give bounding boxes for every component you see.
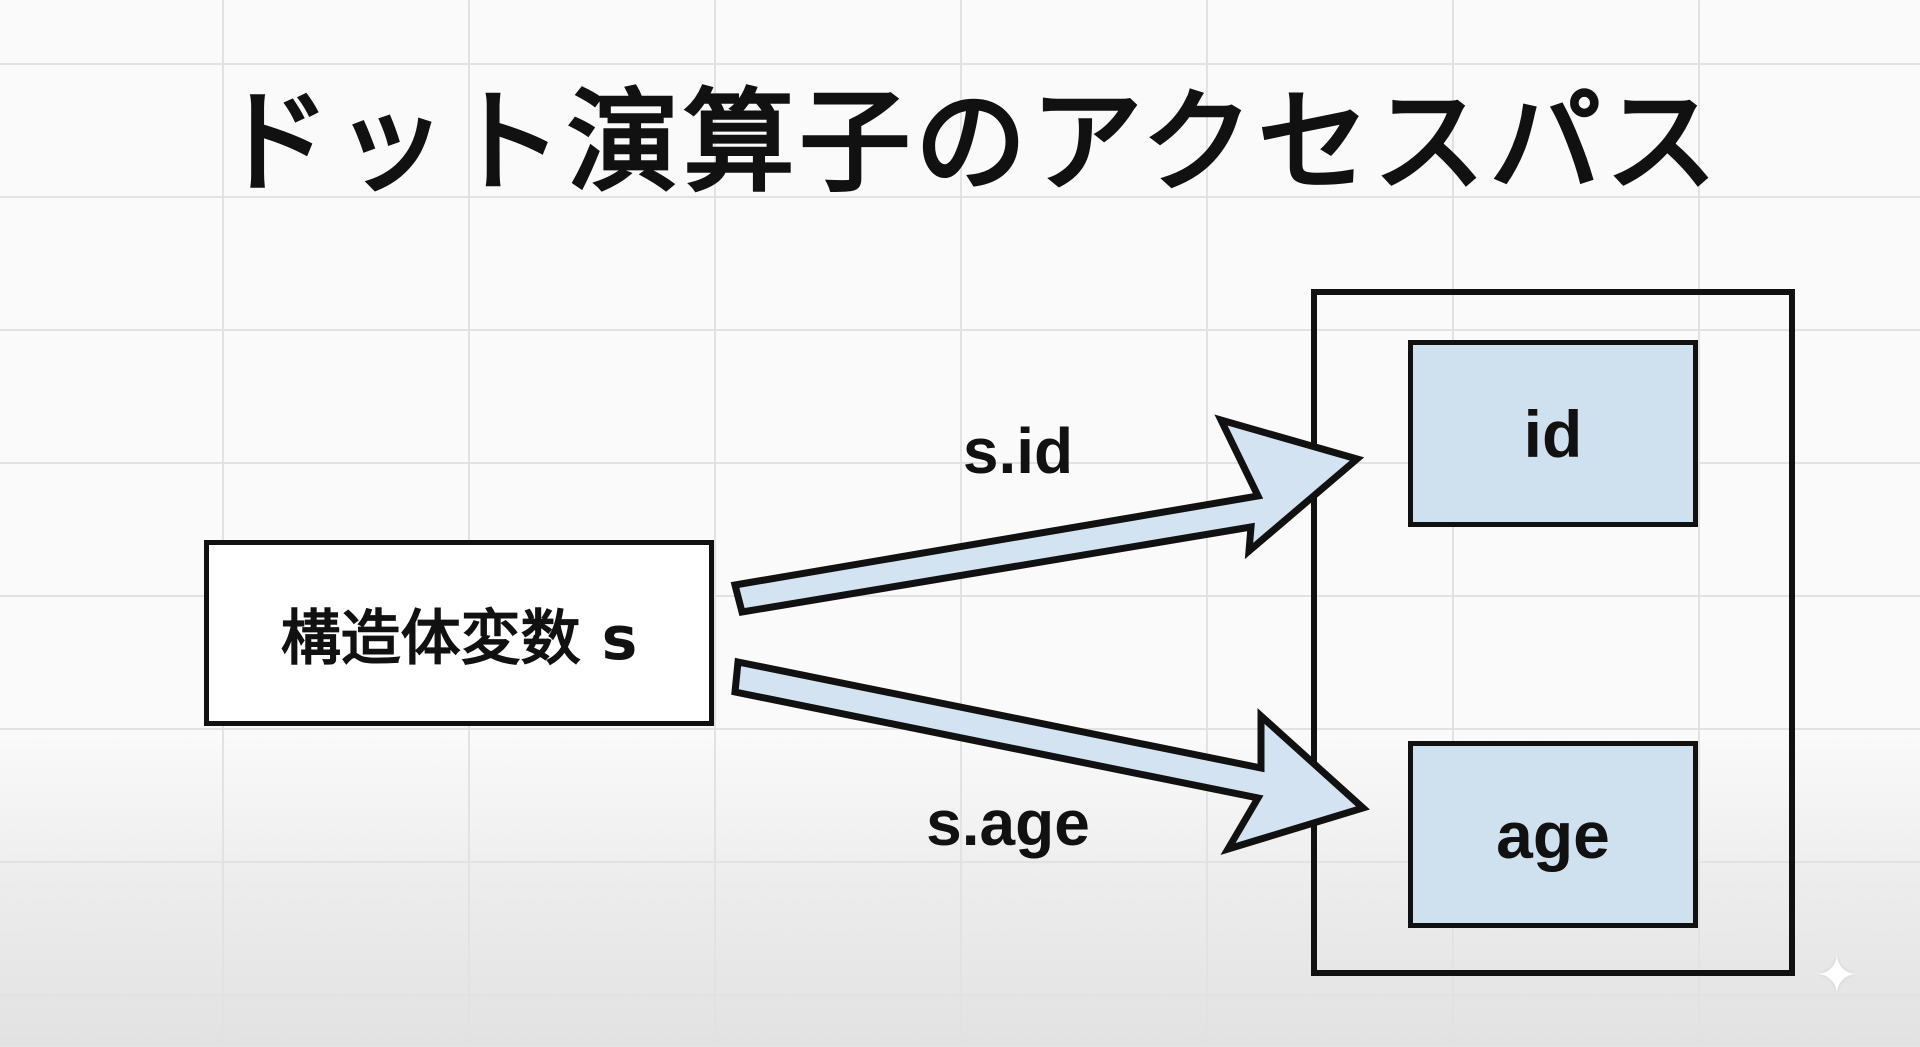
field-label-id: id <box>1523 396 1583 471</box>
arrow-to-id <box>730 414 1365 616</box>
arrow-label-age: s.age <box>926 787 1090 859</box>
page-title: ドット演算子のアクセスパス <box>218 78 1722 208</box>
sparkle-icon: ✦ <box>1815 947 1859 1005</box>
struct-variable-box: 構造体変数 s <box>204 540 714 726</box>
arrow-label-id: s.id <box>962 415 1074 487</box>
field-box-age: age <box>1408 741 1698 928</box>
field-box-id: id <box>1408 340 1698 527</box>
arrow-to-age <box>731 657 1370 855</box>
struct-memory-box <box>1311 289 1795 976</box>
field-label-age: age <box>1496 797 1610 872</box>
struct-variable-label: 構造体変数 s <box>280 603 638 674</box>
